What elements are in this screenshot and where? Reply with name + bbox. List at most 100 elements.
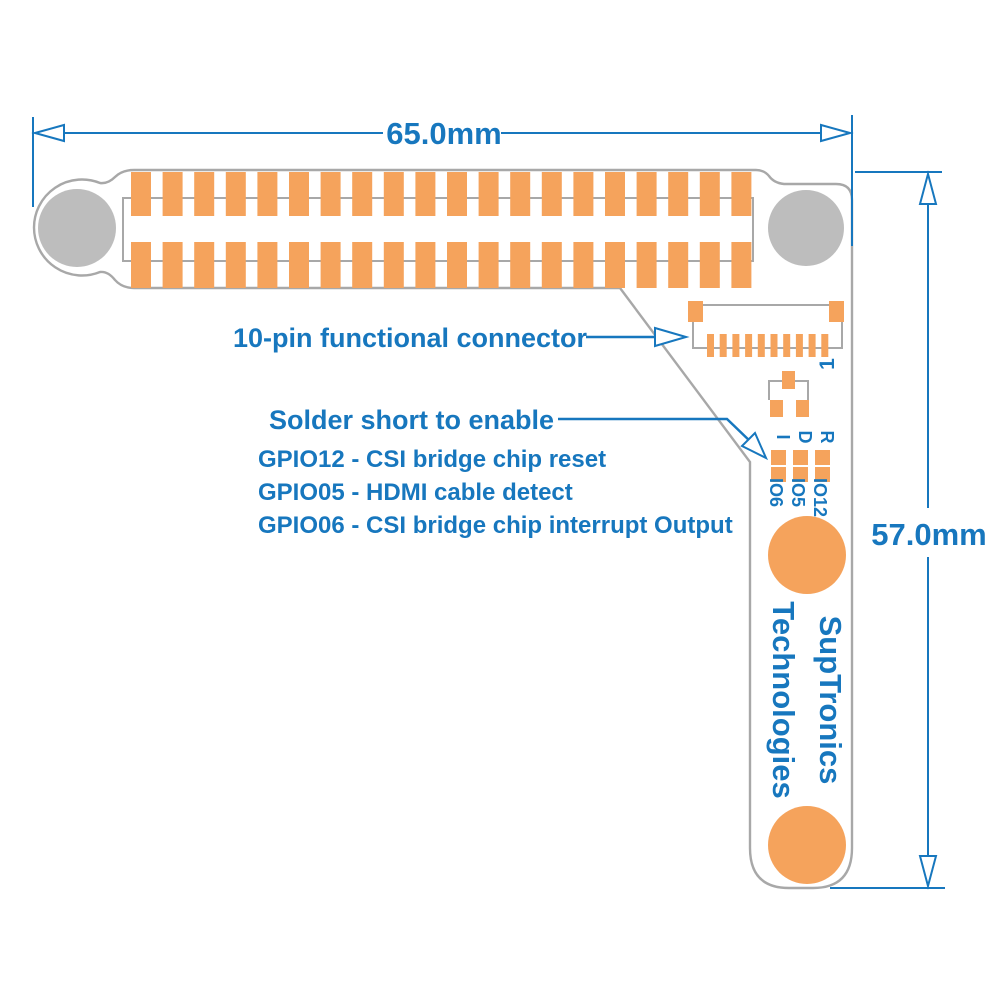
connector-pin-pad bbox=[821, 334, 829, 357]
mounting-hole-right bbox=[768, 190, 844, 266]
jumper-top-label-3: R bbox=[817, 431, 837, 444]
gpio-pad bbox=[699, 242, 720, 288]
functional-connector: 1 bbox=[688, 301, 844, 370]
solder-jumpers: I D R IO6 IO5 IO12 bbox=[766, 431, 837, 518]
jumper-bottom-label-1: IO6 bbox=[766, 478, 786, 507]
gpio-pad bbox=[699, 172, 720, 216]
gpio-pad bbox=[447, 242, 467, 288]
gpio-pad bbox=[320, 172, 341, 216]
gpio-pad bbox=[383, 242, 404, 288]
gpio-pad bbox=[478, 242, 499, 288]
gpio-pads-top bbox=[131, 172, 752, 216]
dim-width-arrow-left bbox=[31, 123, 65, 143]
gpio-pad bbox=[289, 172, 309, 216]
connector-pin1-label: 1 bbox=[816, 358, 839, 370]
transistor-pad-right bbox=[796, 400, 809, 417]
brand-line1: SupTronics bbox=[813, 616, 848, 785]
gpio-pad bbox=[541, 242, 562, 288]
brand-silkscreen: SupTronics Technologies bbox=[766, 601, 848, 799]
connector-annotation-label: 10-pin functional connector bbox=[233, 323, 588, 353]
gpio-pad bbox=[636, 242, 657, 288]
connector-pins bbox=[707, 334, 829, 357]
gpio-pad bbox=[320, 242, 341, 288]
gpio-pad bbox=[541, 172, 562, 216]
gpio-footprint-outline bbox=[122, 197, 754, 262]
gpio-pads-bottom bbox=[131, 242, 752, 288]
dim-height-value: 57.0mm bbox=[871, 517, 986, 552]
connector-pin-pad bbox=[707, 334, 714, 357]
gpio-pad bbox=[636, 172, 657, 216]
gpio-note-1: GPIO12 - CSI bridge chip reset bbox=[258, 446, 606, 473]
gpio-pad bbox=[573, 242, 594, 288]
gpio-pad bbox=[731, 172, 752, 216]
jumper-pad bbox=[815, 467, 830, 482]
dim-width-value: 65.0mm bbox=[386, 116, 501, 151]
pcb-board: 1 I D R IO6 IO5 IO12 SupTronics Technolo… bbox=[32, 168, 854, 890]
gpio-pad bbox=[478, 172, 499, 216]
transistor-footprint bbox=[768, 371, 809, 417]
board-outline bbox=[32, 168, 854, 890]
jumper-pad bbox=[793, 467, 808, 482]
connector-pin-pad bbox=[745, 334, 753, 357]
connector-mount-pad-left bbox=[688, 301, 703, 322]
jumper-pads bbox=[771, 450, 830, 482]
connector-leader-arrow bbox=[654, 326, 690, 348]
dim-height-arrow-bottom bbox=[918, 855, 938, 890]
gpio-pad bbox=[225, 172, 246, 216]
connector-pin-pad bbox=[795, 334, 803, 357]
jumper-pad bbox=[793, 450, 808, 465]
dim-height-arrow-top bbox=[918, 170, 938, 205]
gpio-pad bbox=[257, 172, 278, 216]
gpio-pad bbox=[605, 172, 625, 216]
gpio-pad bbox=[573, 172, 594, 216]
connector-pin-pad bbox=[770, 334, 778, 357]
gpio-pad bbox=[415, 242, 436, 288]
gpio-pad bbox=[131, 242, 151, 288]
connector-mount-pad-right bbox=[829, 301, 844, 322]
gpio-pad bbox=[731, 242, 752, 288]
gpio-pad bbox=[668, 172, 689, 216]
jumper-pad bbox=[815, 450, 830, 465]
orange-pad-circle-upper bbox=[768, 516, 846, 594]
dimension-width: 65.0mm bbox=[31, 115, 854, 246]
dim-width-arrow-right bbox=[820, 123, 854, 143]
gpio-pad bbox=[162, 242, 183, 288]
gpio-pad bbox=[605, 242, 625, 288]
connector-pin-pad bbox=[757, 334, 765, 357]
gpio-pad bbox=[510, 172, 531, 216]
gpio-pad bbox=[194, 242, 215, 288]
gpio-pad bbox=[131, 172, 151, 216]
connector-pin-pad bbox=[783, 334, 791, 357]
dimension-height: 57.0mm bbox=[830, 170, 987, 890]
jumper-bottom-label-3: IO12 bbox=[810, 478, 830, 517]
connector-outline bbox=[692, 304, 843, 349]
gpio-pad bbox=[668, 242, 689, 288]
gpio-pad bbox=[162, 172, 183, 216]
solder-leader-line bbox=[558, 417, 754, 445]
connector-pin-pad bbox=[732, 334, 740, 357]
transistor-pad-left bbox=[770, 400, 783, 417]
mounting-hole-left bbox=[38, 189, 116, 267]
connector-pin-pad bbox=[808, 334, 816, 357]
gpio-pad bbox=[289, 242, 309, 288]
jumper-pad bbox=[771, 450, 786, 465]
solder-annotation-label: Solder short to enable bbox=[269, 405, 554, 435]
gpio-pad bbox=[194, 172, 215, 216]
gpio-note-2: GPIO05 - HDMI cable detect bbox=[258, 479, 573, 506]
solder-annotation: Solder short to enable GPIO12 - CSI brid… bbox=[258, 405, 769, 539]
gpio-pad bbox=[415, 172, 436, 216]
gpio-note-3: GPIO06 - CSI bridge chip interrupt Outpu… bbox=[258, 512, 733, 539]
gpio-pad bbox=[225, 242, 246, 288]
gpio-pad bbox=[383, 172, 404, 216]
brand-line2: Technologies bbox=[766, 601, 801, 799]
gpio-pad bbox=[352, 172, 373, 216]
jumper-pad bbox=[771, 467, 786, 482]
jumper-top-label-1: I bbox=[773, 434, 793, 439]
orange-pad-circle-lower bbox=[768, 806, 846, 884]
connector-annotation: 10-pin functional connector bbox=[233, 323, 690, 353]
solder-leader-arrow bbox=[740, 431, 769, 461]
gpio-pad bbox=[352, 242, 373, 288]
jumper-bottom-label-2: IO5 bbox=[788, 478, 808, 507]
